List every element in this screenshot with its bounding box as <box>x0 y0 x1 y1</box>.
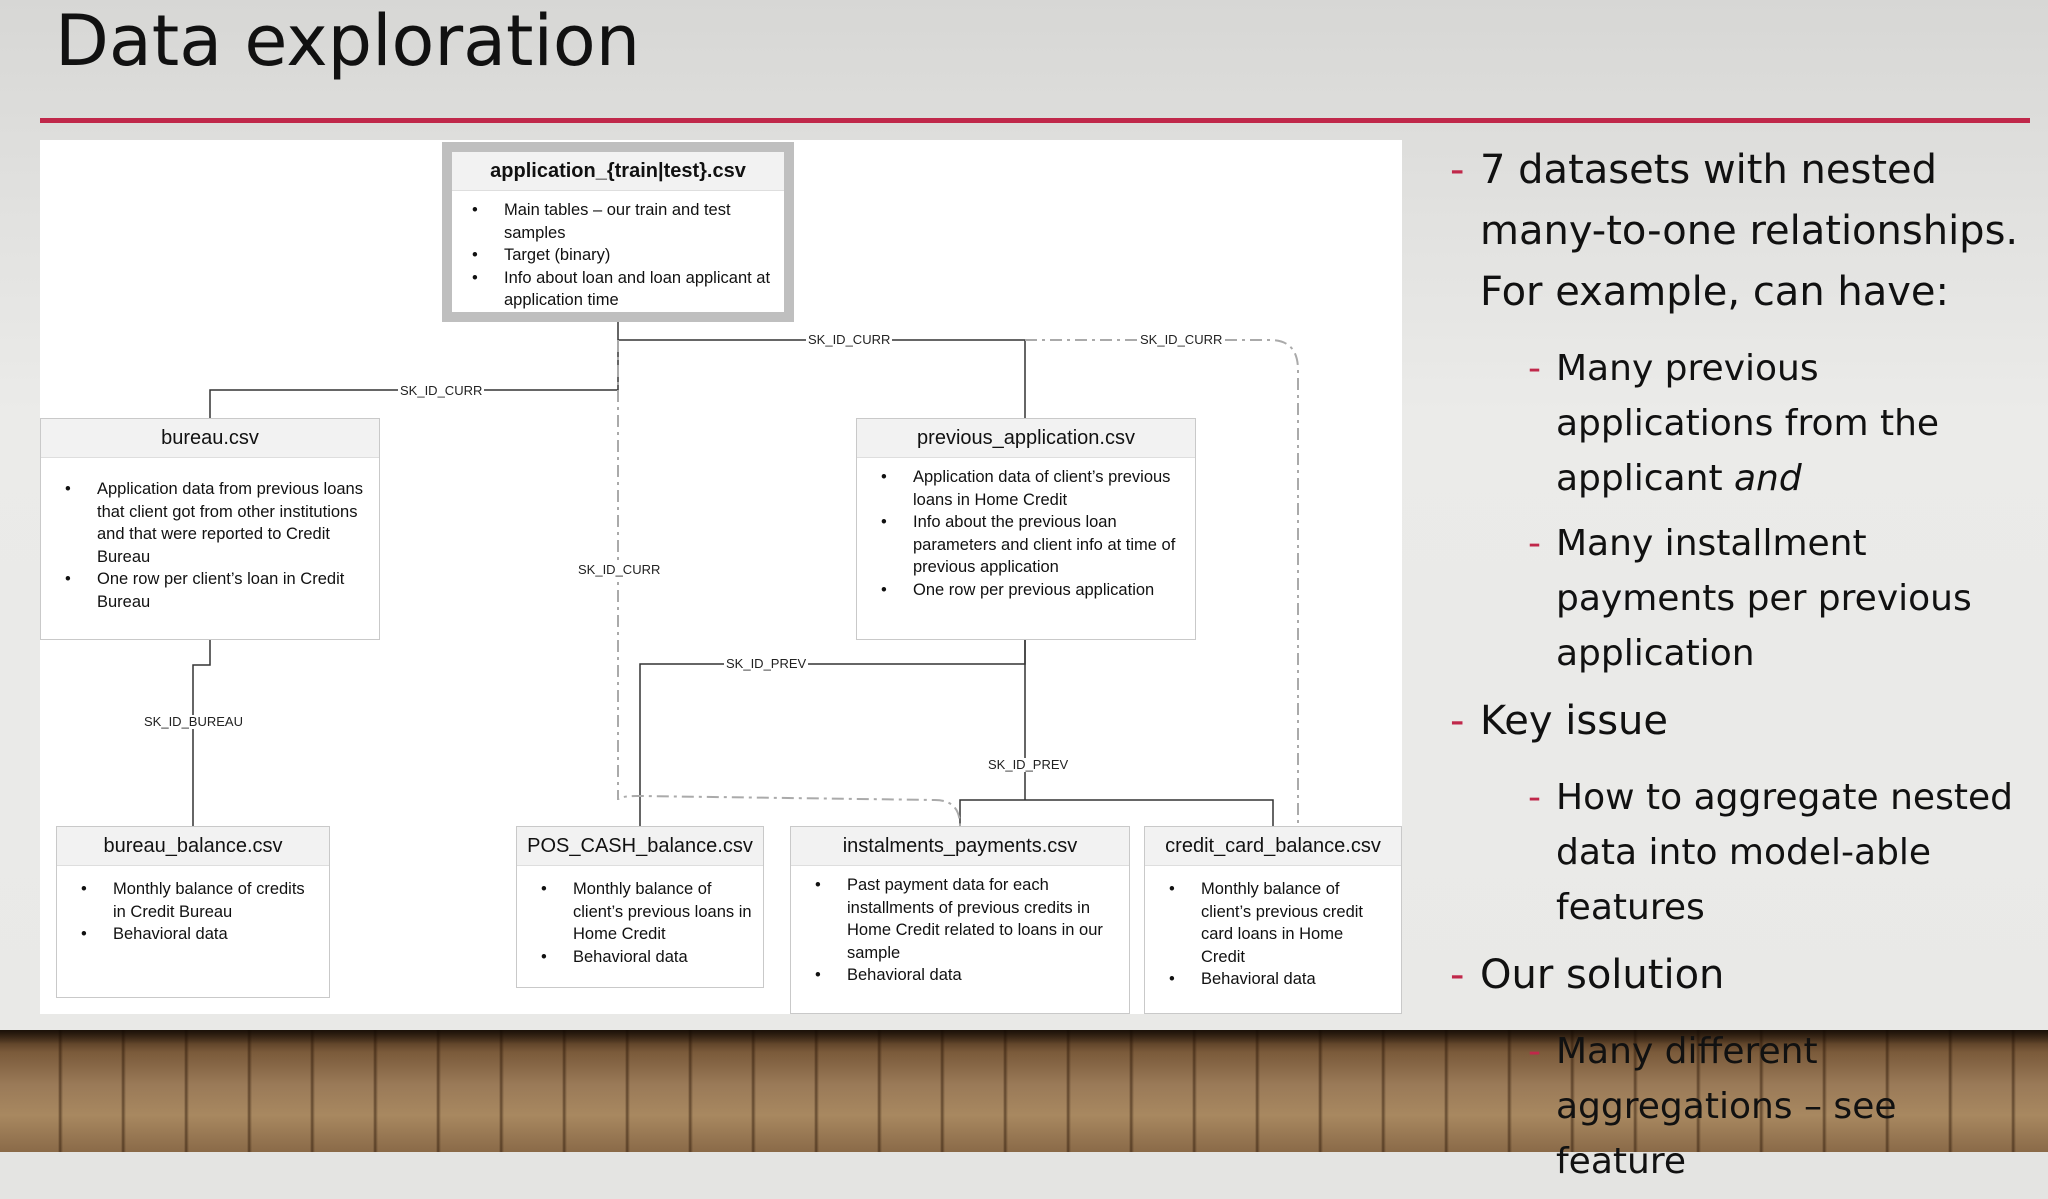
page-title: Data exploration <box>55 0 641 82</box>
bullet-emphasis: and <box>1734 458 1802 499</box>
label-sk-id-prev-2: SK_ID_PREV <box>986 757 1071 772</box>
label-sk-id-bureau: SK_ID_BUREAU <box>142 714 245 729</box>
table-title: instalments_payments.csv <box>791 827 1129 866</box>
table-item: Info about loan and loan applicant at ap… <box>472 267 774 312</box>
bullet-text: How to aggregate nested data into model-… <box>1556 777 2013 928</box>
title-underline <box>40 118 2030 123</box>
table-item: Behavioral data <box>815 964 1119 987</box>
dashed-connector-main-credit-card <box>1025 339 1299 826</box>
table-item: Info about the previous loan parameters … <box>881 511 1185 579</box>
table-pos-cash-balance: POS_CASH_balance.csv Monthly balance of … <box>516 826 764 988</box>
table-title: POS_CASH_balance.csv <box>517 827 763 866</box>
table-item: Target (binary) <box>472 244 774 267</box>
table-item: Behavioral data <box>541 946 753 969</box>
table-item: Application data of client’s previous lo… <box>881 466 1185 511</box>
table-item: Monthly balance of credits in Credit Bur… <box>81 878 319 923</box>
bullet-text: Key issue <box>1480 698 1668 744</box>
bullet-many-installments: -Many installment payments per previous … <box>1528 523 1972 674</box>
table-title: bureau_balance.csv <box>57 827 329 866</box>
label-sk-id-curr-2: SK_ID_CURR <box>1138 332 1225 347</box>
schema-diagram: SK_ID_CURR SK_ID_CURR SK_ID_CURR SK_ID_C… <box>40 140 1402 1014</box>
bullet-our-solution: -Our solution <box>1450 952 1725 998</box>
label-sk-id-curr-1: SK_ID_CURR <box>806 332 893 347</box>
bullet-datasets: -7 datasets with nested many-to-one rela… <box>1450 147 2019 315</box>
table-item: Monthly balance of client’s previous cre… <box>1169 878 1391 968</box>
label-sk-id-curr-4: SK_ID_CURR <box>576 562 663 577</box>
table-bureau-balance: bureau_balance.csv Monthly balance of cr… <box>56 826 330 998</box>
connector-main-bureau <box>209 320 619 418</box>
connector-main-previous <box>618 339 1026 418</box>
bullet-text: Our solution <box>1480 952 1725 998</box>
bullet-text: Many previous applications from the appl… <box>1556 348 1940 499</box>
table-item: Behavioral data <box>1169 968 1391 991</box>
bullet-text: Many different aggregations – see featur… <box>1556 1031 1897 1182</box>
table-title: credit_card_balance.csv <box>1145 827 1401 866</box>
label-sk-id-curr-3: SK_ID_CURR <box>398 383 485 398</box>
connector-lines <box>192 320 1299 827</box>
table-item: Monthly balance of client’s previous loa… <box>541 878 753 946</box>
table-item: One row per previous application <box>881 579 1185 602</box>
table-title: bureau.csv <box>41 419 379 458</box>
bullet-many-previous: -Many previous applications from the app… <box>1528 348 1940 499</box>
table-previous-application: previous_application.csv Application dat… <box>856 418 1196 640</box>
table-item: Main tables – our train and test samples <box>472 199 774 244</box>
bullet-aggregate: -How to aggregate nested data into model… <box>1528 777 2013 928</box>
table-title: application_{train|test}.csv <box>452 152 784 191</box>
connector-previous-instalments-credit <box>959 799 1274 826</box>
table-credit-card-balance: credit_card_balance.csv Monthly balance … <box>1144 826 1402 1014</box>
bullet-text: 7 datasets with nested many-to-one relat… <box>1480 147 2019 315</box>
table-application: application_{train|test}.csv Main tables… <box>442 142 794 322</box>
bullet-key-issue: -Key issue <box>1450 698 1668 744</box>
table-bureau: bureau.csv Application data from previou… <box>40 418 380 640</box>
dashed-connector-main-pos-instalments <box>617 340 961 827</box>
table-item: One row per client’s loan in Credit Bure… <box>65 568 369 613</box>
table-item: Behavioral data <box>81 923 319 946</box>
table-item: Application data from previous loans tha… <box>65 478 369 568</box>
table-instalments-payments: instalments_payments.csv Past payment da… <box>790 826 1130 1014</box>
connector-bureau-bureau-balance <box>192 640 211 826</box>
table-item: Past payment data for each installments … <box>815 874 1119 964</box>
table-title: previous_application.csv <box>857 419 1195 458</box>
label-sk-id-prev-1: SK_ID_PREV <box>724 656 809 671</box>
bullet-list: -7 datasets with nested many-to-one rela… <box>1450 140 2030 1199</box>
bullet-aggregations: -Many different aggregations – see featu… <box>1528 1031 1897 1182</box>
wood-floor-background <box>0 1030 2048 1152</box>
bullet-text: Many installment payments per previous a… <box>1556 523 1972 674</box>
